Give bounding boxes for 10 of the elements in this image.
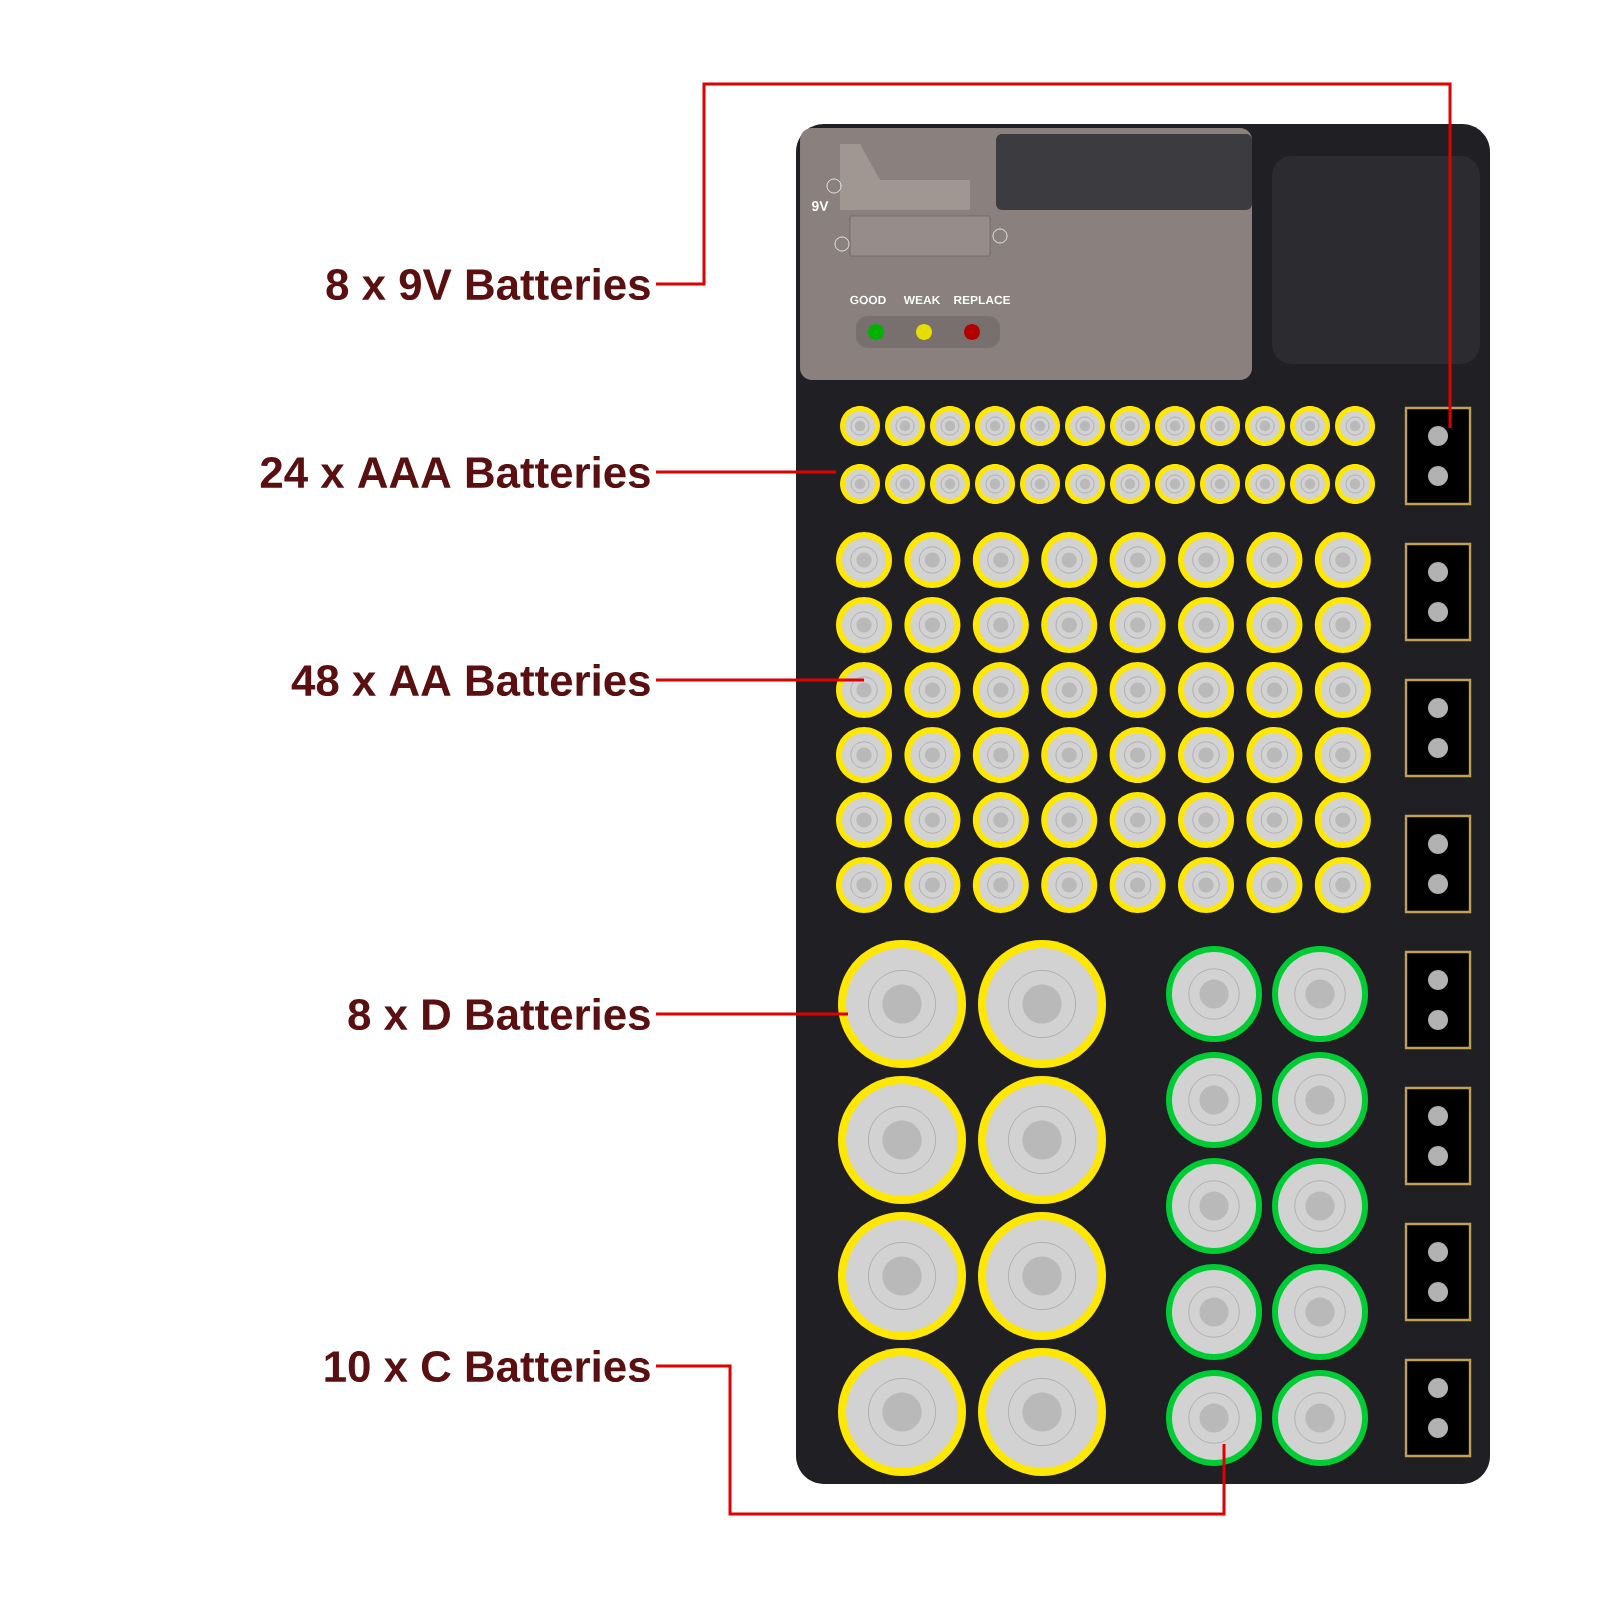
callout-label: 8 x 9V Batteries [326,267,650,301]
leader-line [656,470,836,474]
leader-line [656,678,864,682]
callout-label: 48 x AA Batteries [291,663,650,697]
leader-line [656,1012,848,1016]
callout-label: 24 x AAA Batteries [260,455,650,489]
leader-line [656,1364,1226,1516]
callout-label: 8 x D Batteries [348,997,650,1031]
leader-line [656,82,1452,428]
callout-label: 10 x C Batteries [325,1349,650,1383]
